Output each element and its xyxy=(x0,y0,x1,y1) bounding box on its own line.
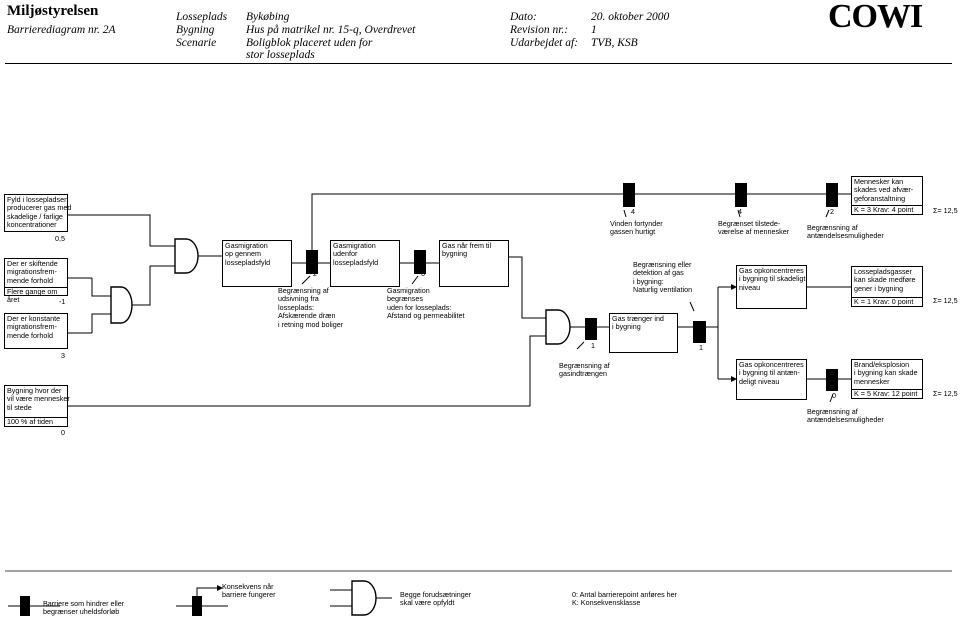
barrier-4-text: Begrænsning eller detektion af gas i byg… xyxy=(633,260,693,295)
event-gasmigration-2: Gasmigration udenfor lossepladsfyld xyxy=(330,240,400,287)
barrier-1-points: 2 xyxy=(313,269,317,278)
barrier-7-text: Begrænsning af antændelsesmuligheder xyxy=(807,223,884,241)
event-gasmigration-1: Gasmigration op gennem lossepladsfyld xyxy=(222,240,292,287)
barrier-4-points: 1 xyxy=(699,343,703,352)
label-scenarie: Scenarie xyxy=(176,37,217,49)
value-losseplads: Bykøbing xyxy=(246,11,290,23)
barrier-5 xyxy=(623,183,635,207)
input-skift-value: -1 xyxy=(59,297,66,306)
barrier-1 xyxy=(306,250,318,274)
barrier-3 xyxy=(585,318,597,340)
cowi-logo: COWI xyxy=(828,0,923,35)
outcome-3-sum: Σ= 12,5 xyxy=(933,389,958,398)
input-fyld-value: 0,5 xyxy=(55,234,65,243)
barrier-1-text: Begrænsning af udsivning fra losseplads:… xyxy=(278,286,344,329)
barrier-6-text: Begrænset tilstede- værelse af mennesker xyxy=(718,219,790,237)
outcome-1-sum: Σ= 12,5 xyxy=(933,206,958,215)
barrier-6 xyxy=(735,183,747,207)
outcome-1: Mennesker kan skades ved afvær- geforans… xyxy=(851,176,923,215)
barrier-8-points: 0 xyxy=(832,391,836,400)
barrier-7 xyxy=(826,183,838,207)
value-udarbejdet: TVB, KSB xyxy=(591,37,638,49)
value-bygning: Hus på matrikel nr. 15-q, Overdrevet xyxy=(246,24,416,36)
input-bygning-box: Bygning hvor der vil være mennesker til … xyxy=(4,385,70,427)
input-bygning-sub: 100 % af tiden xyxy=(5,417,67,426)
input-konst-text: Der er konstante migrationsfrem- mende f… xyxy=(7,314,61,340)
barrier-8 xyxy=(826,369,838,391)
input-bygning-value: 0 xyxy=(61,428,65,437)
event-opkonc-2-text: Gas opkoncentreres i bygning til antæn- … xyxy=(739,360,804,386)
event-gas-traenger-text: Gas trænger ind i bygning xyxy=(612,314,664,332)
and-gate-1 xyxy=(174,238,199,274)
barrier-4 xyxy=(693,321,706,343)
outcome-3-class: K = 5 Krav: 12 point xyxy=(852,389,922,398)
event-gas-traenger: Gas trænger ind i bygning xyxy=(609,313,678,353)
barrier-3-points: 1 xyxy=(591,341,595,350)
outcome-1-class: K = 3 Krav: 4 point xyxy=(852,205,922,214)
label-revision: Revision nr.: xyxy=(510,24,569,36)
outcome-2-text: Lossepladsgasser kan skade medføre gener… xyxy=(854,267,916,293)
outcome-2-sum: Σ= 12,5 xyxy=(933,296,958,305)
legend-barrier-text: Barriere som hindrer eller begrænser uhe… xyxy=(43,599,125,617)
barrier-3-text: Begrænsning af gasindtrængen xyxy=(559,361,610,379)
input-konst-box: Der er konstante migrationsfrem- mende f… xyxy=(4,313,68,349)
event-gasmigration-2-text: Gasmigration udenfor lossepladsfyld xyxy=(333,241,379,267)
label-bygning: Bygning xyxy=(176,24,215,36)
value-dato: 20. oktober 2000 xyxy=(591,11,670,23)
legend-and-gate-text: Begge forudsætninger skal være opfyldt xyxy=(400,590,472,608)
value-scenarie-2: stor losseplads xyxy=(246,49,315,61)
org-title: Miljøstyrelsen xyxy=(7,3,99,19)
event-opkonc-1-text: Gas opkoncentreres i bygning til skadeli… xyxy=(739,266,806,292)
outcome-2: Lossepladsgasser kan skade medføre gener… xyxy=(851,266,923,307)
input-skift-sub: Flere gange om året xyxy=(5,287,67,305)
barrier-2-text: Gasmigration begrænses uden for lossepla… xyxy=(387,286,465,321)
input-skift-text: Der er skiftende migrationsfrem- mende f… xyxy=(7,259,58,285)
label-dato: Dato: xyxy=(510,11,537,23)
label-udarbejdet: Udarbejdet af: xyxy=(510,37,579,49)
outcome-2-class: K = 1 Krav: 0 point xyxy=(852,297,922,306)
legend-note-text: 0: Antal barrierepoint anføres her K: Ko… xyxy=(572,590,678,608)
input-fyld-text: Fyld i lossepladsen producerer gas med s… xyxy=(7,195,72,230)
event-opkonc-1: Gas opkoncentreres i bygning til skadeli… xyxy=(736,265,807,309)
barrier-5-points: 4 xyxy=(631,207,635,216)
value-scenarie-1: Boligblok placeret uden for xyxy=(246,37,373,49)
barrier-7-points: 2 xyxy=(830,207,834,216)
event-gasmigration-1-text: Gasmigration op gennem lossepladsfyld xyxy=(225,241,271,267)
barrier-2 xyxy=(414,250,426,274)
legend-consequence-symbol xyxy=(192,596,202,616)
legend-barrier-symbol xyxy=(20,596,30,616)
barrier-5-text: Vinden fortynder gassen hurtigt xyxy=(610,219,663,237)
input-konst-value: 3 xyxy=(61,351,65,360)
input-skift-box: Der er skiftende migrationsfrem- mende f… xyxy=(4,258,68,304)
and-gate-3 xyxy=(110,286,133,324)
input-bygning-text: Bygning hvor der vil være mennesker til … xyxy=(7,386,70,412)
barrier-8-text: Begrænsning af antændelsesmuligheder xyxy=(807,407,884,425)
label-losseplads: Losseplads xyxy=(176,11,228,23)
outcome-1-text: Mennesker kan skades ved afvær- geforans… xyxy=(854,177,914,203)
event-opkonc-2: Gas opkoncentreres i bygning til antæn- … xyxy=(736,359,807,400)
legend-consequence-text: Konsekvens når barriere fungerer xyxy=(222,582,276,600)
doc-title: Barrierediagram nr. 2A xyxy=(7,24,116,36)
and-gate-2 xyxy=(545,309,571,345)
outcome-3-text: Brand/eksplosion i bygning kan skade men… xyxy=(854,360,918,386)
event-gas-frem: Gas når frem til bygning xyxy=(439,240,509,287)
header-divider xyxy=(5,63,952,64)
outcome-3: Brand/eksplosion i bygning kan skade men… xyxy=(851,359,923,399)
event-gas-frem-text: Gas når frem til bygning xyxy=(442,241,492,259)
value-revision: 1 xyxy=(591,24,597,36)
input-fyld-box: Fyld i lossepladsen producerer gas med s… xyxy=(4,194,72,232)
barrier-6-points: 4 xyxy=(738,207,742,216)
barrier-2-points: 6 xyxy=(421,269,425,278)
legend-and-gate xyxy=(351,580,377,616)
